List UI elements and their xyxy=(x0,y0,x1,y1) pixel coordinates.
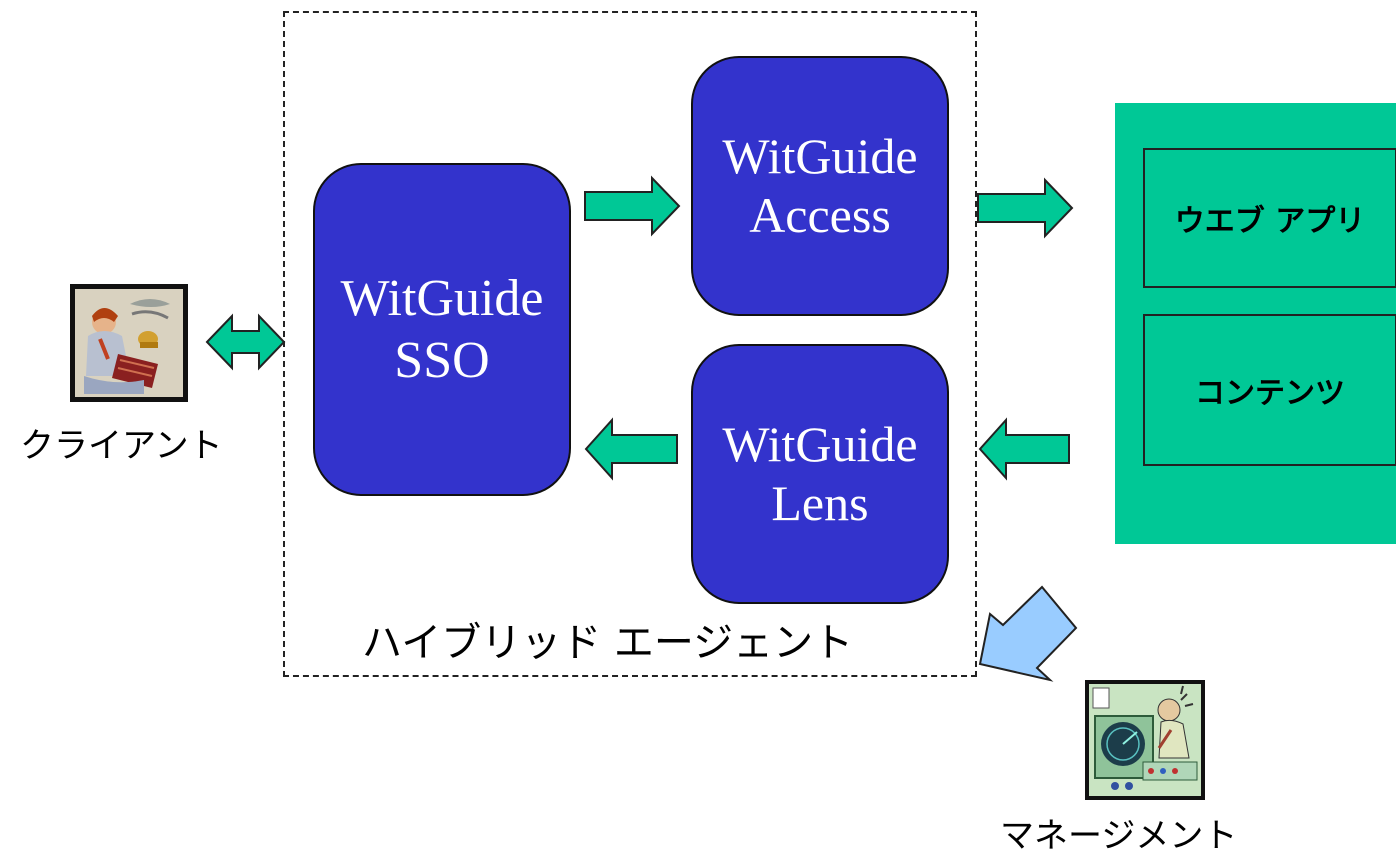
client-agent-double-arrow xyxy=(205,313,286,371)
sso-to-access-arrow xyxy=(584,175,681,237)
web-app-label: ウエブ アプリ xyxy=(1174,204,1366,239)
server-resources-panel xyxy=(1115,103,1396,544)
content-box[interactable]: コンテンツ xyxy=(1143,314,1396,466)
hybrid-agent-boundary xyxy=(283,11,977,677)
access-title-line2: Access xyxy=(749,187,891,243)
witguide-lens-module[interactable]: WitGuide Lens xyxy=(691,344,949,604)
access-to-webapp-arrow xyxy=(977,177,1074,239)
management-to-agent-arrow xyxy=(978,585,1078,682)
client-clipart-icon xyxy=(70,284,188,402)
lens-title-line2: Lens xyxy=(771,475,869,531)
management-label: マネージメント xyxy=(1000,816,1238,856)
sso-title-line1: WitGuide xyxy=(340,270,544,328)
content-label: コンテンツ xyxy=(1195,376,1345,411)
witguide-access-module[interactable]: WitGuide Access xyxy=(691,56,949,316)
lens-title-line1: WitGuide xyxy=(722,416,918,472)
client-label: クライアント xyxy=(20,426,223,466)
hybrid-agent-label: ハイブリッド エージェント xyxy=(362,620,854,666)
witguide-sso-module[interactable]: WitGuide SSO xyxy=(313,163,571,496)
management-clipart-icon xyxy=(1085,680,1205,800)
lens-to-sso-arrow xyxy=(584,417,678,481)
access-title-line1: WitGuide xyxy=(722,128,918,184)
sso-title-line2: SSO xyxy=(394,331,490,389)
content-to-lens-arrow xyxy=(978,417,1070,481)
